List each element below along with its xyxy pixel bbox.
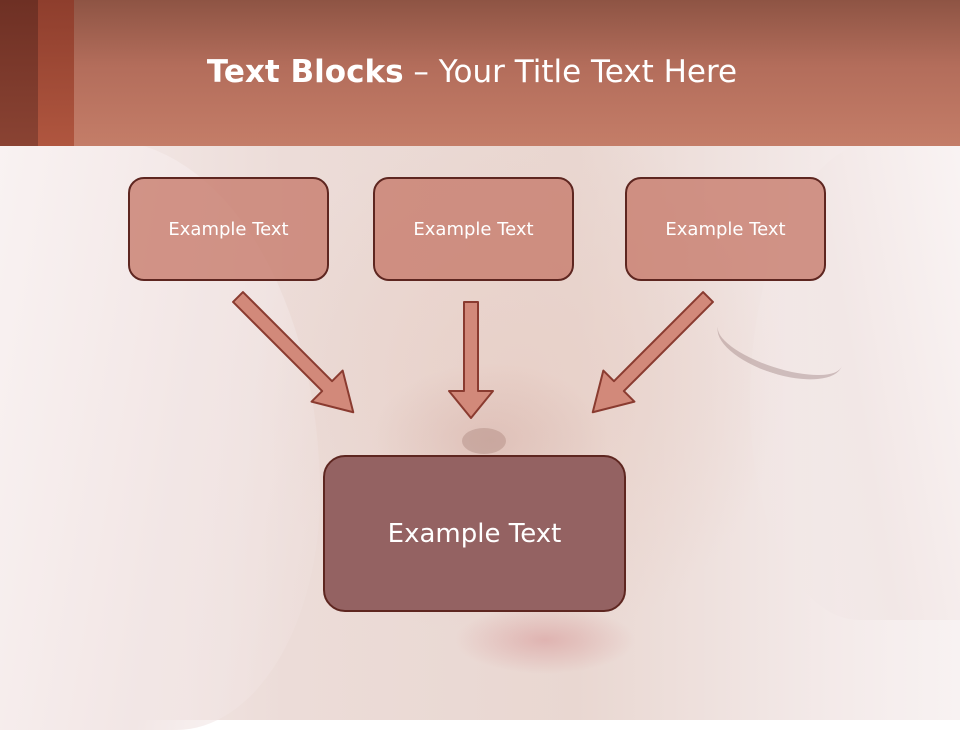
text-block-label: Example Text — [413, 218, 534, 240]
text-block-label: Example Text — [168, 218, 289, 240]
slide-title-bold: Text Blocks — [206, 54, 404, 90]
arrow-left — [232, 291, 355, 414]
header-accent-dark — [0, 0, 38, 146]
arrow-center — [448, 301, 494, 419]
main-text-block-label: Example Text — [387, 518, 562, 549]
text-block-1[interactable]: Example Text — [128, 177, 329, 281]
arrow-right — [591, 291, 714, 414]
main-text-block[interactable]: Example Text — [323, 455, 626, 612]
slide-title-rest: – Your Title Text Here — [403, 54, 738, 90]
slide-title: Text Blocks – Your Title Text Here — [0, 54, 944, 90]
text-block-3[interactable]: Example Text — [625, 177, 826, 281]
text-block-label: Example Text — [665, 218, 786, 240]
text-block-2[interactable]: Example Text — [373, 177, 574, 281]
background-nose — [462, 428, 506, 454]
header-accent-mid — [38, 0, 74, 146]
header-band — [0, 0, 960, 146]
